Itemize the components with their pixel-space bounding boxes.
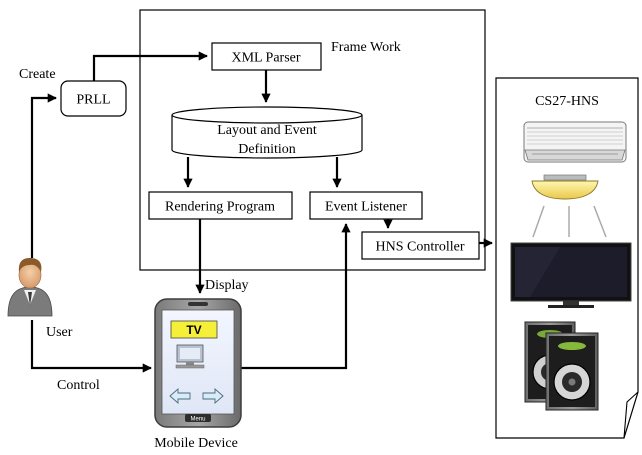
framework-container [139, 9, 486, 271]
event-listener-node: Event Listener [309, 191, 423, 220]
layout-definition-label-line2: Definition [238, 142, 296, 157]
edge-mobile-to-event-listener [240, 223, 351, 370]
mobile-device-icon: TV Menu [154, 298, 242, 428]
create-label: Create [19, 67, 56, 82]
layout-event-definition-node: Layout and Event Definition [171, 106, 363, 159]
cs27-hns-label: CS27-HNS [535, 94, 599, 109]
user-person-icon [7, 258, 53, 317]
hns-controller-node: HNS Controller [361, 231, 480, 260]
prll-label: PRLL [76, 93, 110, 108]
phone-menu-label: Menu [190, 417, 205, 423]
control-label: Control [57, 378, 100, 393]
user-label: User [46, 325, 73, 340]
hns-controller-label: HNS Controller [375, 240, 464, 255]
prll-node: PRLL [60, 80, 127, 117]
television-icon [510, 242, 632, 308]
event-listener-label: Event Listener [325, 200, 407, 215]
mobile-device-label: Mobile Device [154, 436, 238, 451]
xml-parser-node: XML Parser [211, 42, 322, 71]
edge-user-to-mobile [30, 320, 152, 373]
rendering-program-node: Rendering Program [148, 191, 293, 220]
phone-tv-label: TV [186, 323, 201, 337]
edge-prll-to-xml-parser [92, 51, 208, 81]
air-conditioner-icon [523, 121, 627, 163]
layout-definition-label-line1: Layout and Event [217, 123, 317, 138]
xml-parser-label: XML Parser [231, 51, 300, 66]
speaker-icon [524, 321, 599, 411]
ceiling-light-icon [531, 174, 607, 238]
display-label: Display [205, 278, 249, 293]
edge-user-to-prll [30, 93, 57, 258]
framework-label: Frame Work [331, 40, 401, 55]
rendering-program-label: Rendering Program [165, 200, 275, 215]
